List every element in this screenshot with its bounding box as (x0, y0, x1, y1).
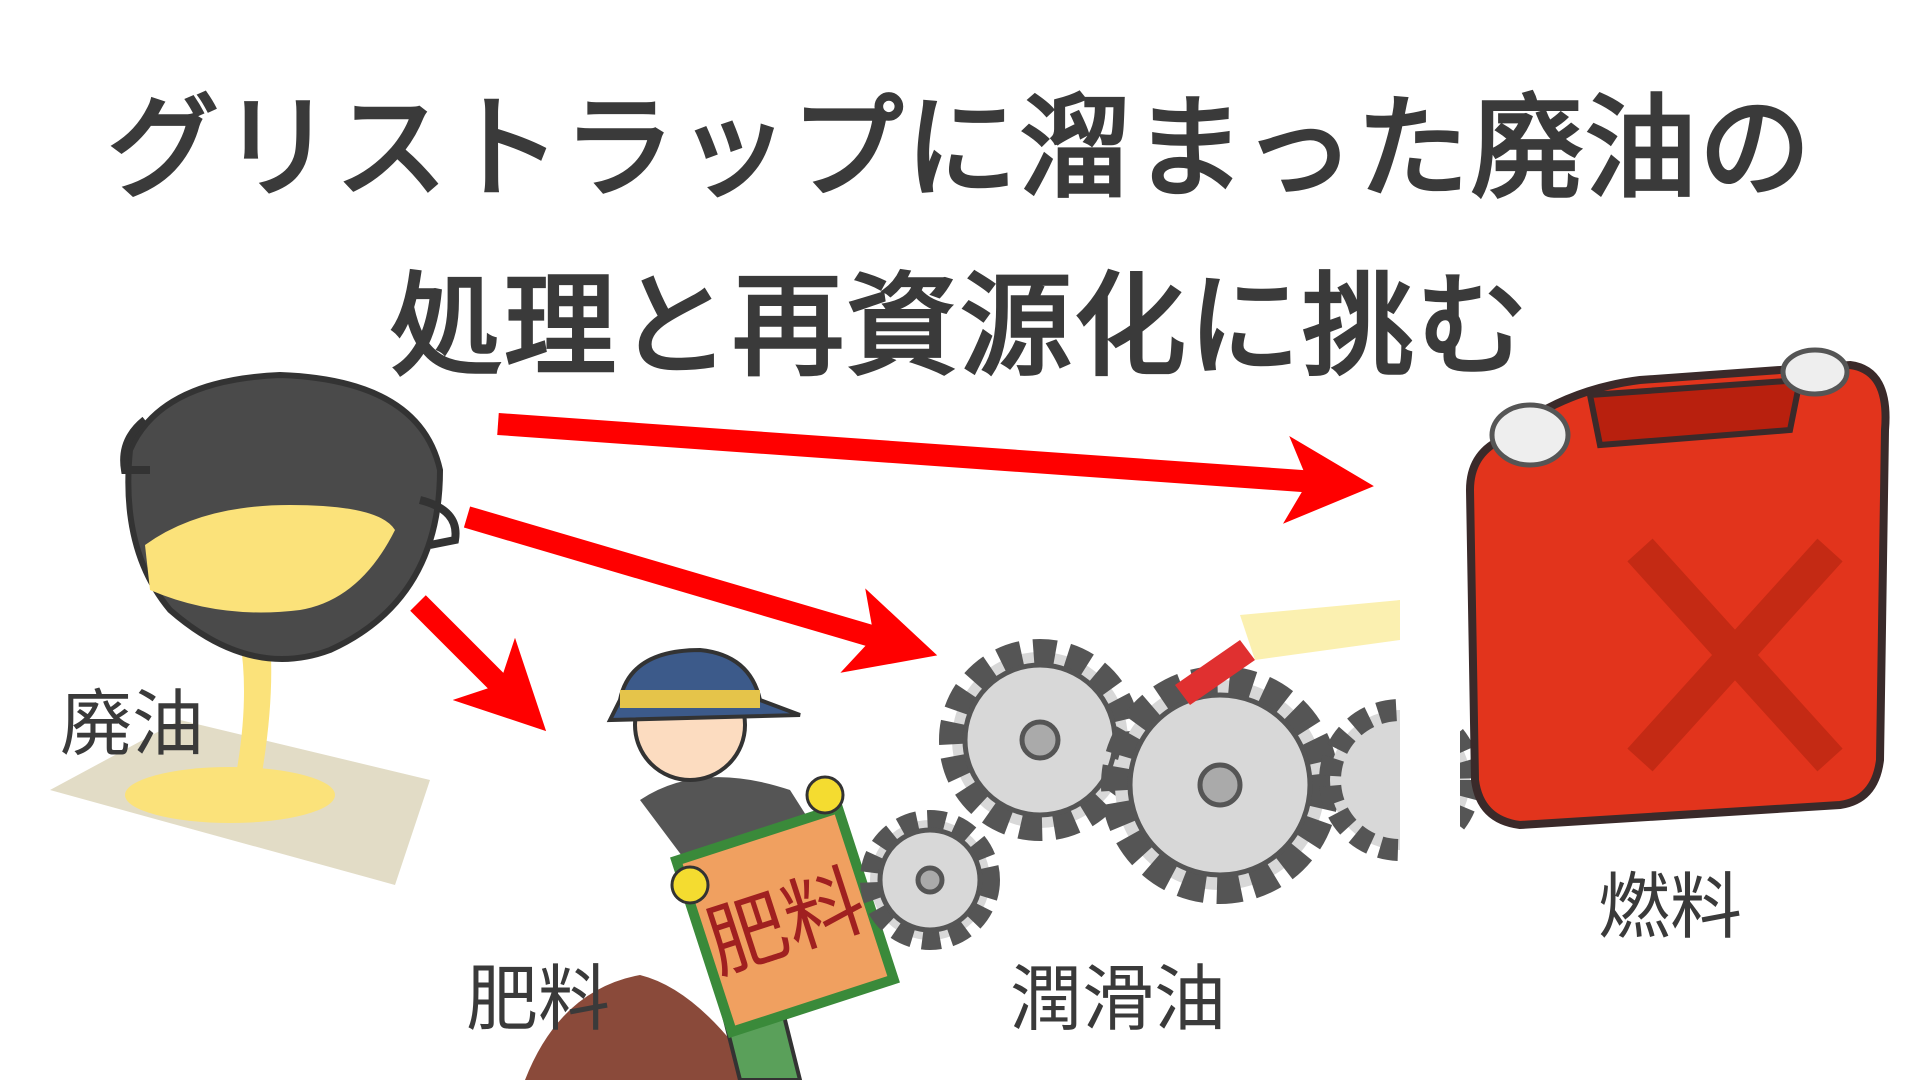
arrow-to-fuel (497, 413, 1374, 524)
label-fertilizer: 肥料 (466, 957, 611, 1041)
arrow-to-fertilizer (410, 595, 547, 732)
arrow-to-lubricant (463, 506, 938, 673)
gears-lubricant-illustration (860, 600, 1481, 950)
label-lubricant: 潤滑油 (1010, 957, 1227, 1041)
label-waste-oil: 廃油 (60, 682, 205, 766)
label-fuel: 燃料 (1598, 865, 1743, 949)
fuel-can-illustration (1465, 347, 1890, 830)
waste-oil-pot-illustration (50, 371, 460, 885)
arrows (410, 413, 1374, 732)
title-line-2: 処理と再資源化に挑む (390, 262, 1530, 392)
title-line-1: グリストラップに溜まった廃油の (107, 84, 1813, 214)
farmer-fertilizer-illustration: 肥料 (525, 647, 900, 1080)
